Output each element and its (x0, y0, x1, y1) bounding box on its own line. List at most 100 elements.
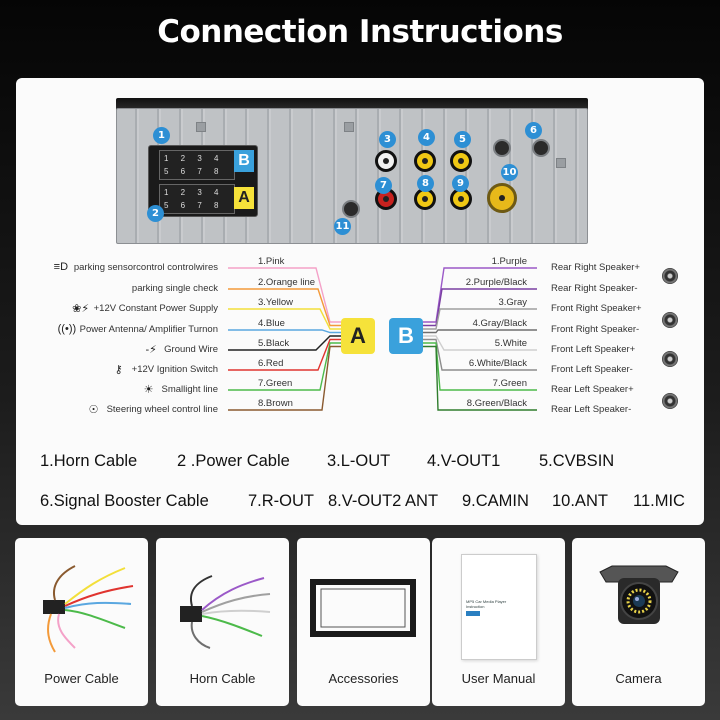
rca-l-out-jack (375, 150, 397, 172)
connector-b-function-label: Front Left Speaker+ (551, 344, 636, 355)
speaker-icon (662, 312, 678, 328)
key-icon: ⚷ (114, 364, 123, 376)
connector-a-function-label: Power Antenna/ Amplifier Turnon (79, 324, 218, 335)
connector-b-pins: 1 2 3 4 5 6 7 8 (159, 150, 235, 180)
connector-b-wire (423, 342, 537, 391)
connector-b-function-label: Front Right Speaker- (551, 324, 640, 335)
speaker-icon (662, 268, 678, 284)
connector-b-function-label: Front Right Speaker+ (551, 303, 642, 314)
connector-a-function-label: parking single check (131, 283, 218, 294)
connector-b-wire-label: 4.Gray/Black (472, 318, 527, 329)
connector-b-wire (423, 329, 537, 334)
head-unit-top-lip (116, 98, 588, 110)
signal-booster-port (493, 139, 511, 157)
power-icon: ❀⚡ (72, 303, 90, 315)
pin-row: 5 6 7 8 (164, 167, 224, 176)
legend-item: 6.Signal Booster Cable (40, 492, 209, 510)
connector-a-wire-label: 3.Yellow (258, 297, 294, 308)
connector-b-tag: B (234, 150, 254, 172)
connector-a-wire (228, 342, 341, 391)
connector-a-wire-label: 8.Brown (258, 398, 293, 409)
steering-wheel-icon: ☉ (88, 404, 99, 416)
marker-10: 10 (501, 164, 518, 181)
marker-6: 6 (525, 122, 542, 139)
legend-item: 5.CVBSIN (539, 452, 615, 470)
connector-a-wire-label: 2.Orange line (258, 277, 316, 288)
connector-a-wire (228, 345, 341, 411)
connector-a-function-label: Ground Wire (164, 344, 218, 355)
connector-b-wire-label: 3.Gray (498, 297, 527, 308)
marker-5: 5 (454, 131, 471, 148)
connector-a-wire-label: 4.Blue (258, 318, 285, 329)
connector-b-function-label: Rear Left Speaker+ (551, 384, 634, 395)
legend-item: 2 .Power Cable (177, 452, 290, 470)
connector-b-wire-label: 6.White/Black (468, 358, 527, 369)
connector-b-wire-label: 8.Green/Black (466, 398, 527, 409)
marker-3: 3 (379, 131, 396, 148)
connector-a-pins: 1 2 3 4 5 6 7 8 (159, 184, 235, 214)
marker-2: 2 (147, 205, 164, 222)
accessory-card-accessories: Accessories (297, 538, 430, 706)
screw-icon (344, 122, 354, 132)
connector-b-badge: B (389, 318, 423, 354)
accessory-caption: User Manual (461, 671, 536, 686)
connector-b-function-label: Rear Left Speaker- (551, 404, 632, 415)
connector-a-wire-label: 1.Pink (258, 256, 285, 267)
accessory-card-camera: Camera (572, 538, 705, 706)
connector-a-function-label: parking sensorcontrol controlwires (73, 262, 218, 273)
marker-7: 7 (375, 177, 392, 194)
connector-a-wire-label: 6.Red (258, 358, 284, 369)
connector-a-function-label: +12V Constant Power Supply (93, 303, 218, 314)
speaker-icon (662, 393, 678, 409)
connector-b-wire (423, 338, 537, 371)
connector-b-wire-label: 2.Purple/Black (465, 277, 527, 288)
manual-icon: MP5 Car Media Player Instruction (461, 554, 537, 660)
frame-icon (310, 579, 416, 637)
accessory-caption: Accessories (328, 671, 399, 686)
manual-subtitle: Instruction (466, 604, 485, 609)
connector-a-wire-label: 5.Black (258, 338, 290, 349)
legend-item: 10.ANT (552, 492, 608, 510)
connector-a-wire (228, 329, 341, 334)
screw-icon (556, 158, 566, 168)
connector-a-wire (228, 308, 341, 330)
speaker-icon (662, 351, 678, 367)
accessory-caption: Horn Cable (189, 671, 256, 686)
connector-a-wire (228, 335, 341, 351)
accessory-card-user-manual: MP5 Car Media Player Instruction User Ma… (432, 538, 565, 706)
connector-b-wire-label: 1.Purple (491, 256, 527, 267)
camera-icon (599, 565, 679, 624)
connector-b-wire (423, 267, 537, 323)
connector-b-function-label: Rear Right Speaker+ (551, 262, 640, 273)
marker-8: 8 (417, 175, 434, 192)
connector-a-wire (228, 267, 341, 323)
horn-cable-icon (180, 575, 271, 649)
power-cable-icon (43, 565, 134, 653)
connector-b-wire (423, 308, 537, 330)
mic-jack (342, 200, 360, 218)
connector-a-function-label: +12V Ignition Switch (131, 364, 218, 375)
connector-a-wire (228, 338, 341, 371)
accessory-card-horn-cable: Horn Cable (156, 538, 289, 706)
antenna-jack (487, 183, 517, 213)
legend-item: 11.MIC (633, 492, 685, 510)
parking-light-icon: ≡D (53, 261, 69, 273)
light-icon: ☀ (143, 384, 154, 396)
legend-item: 3.L-OUT (327, 452, 391, 470)
connector-b-wire-label: 5.White (494, 338, 527, 349)
legend-item: 8.V-OUT2 ANT (328, 492, 439, 510)
rca-cvbsin-jack (450, 150, 472, 172)
connector-a-function-label: Steering wheel control line (106, 404, 218, 415)
connector-block: 1 2 3 4 5 6 7 8 1 2 3 4 5 6 7 8 (148, 145, 258, 217)
screw-icon (196, 122, 206, 132)
marker-1: 1 (153, 127, 170, 144)
legend-item: 1.Horn Cable (40, 452, 138, 470)
connector-b-function-label: Front Left Speaker- (551, 364, 633, 375)
marker-4: 4 (418, 129, 435, 146)
connector-a-wire-label: 7.Green (258, 378, 293, 389)
pin-row: 5 6 7 8 (164, 201, 224, 210)
connector-b-wire-label: 7.Green (492, 378, 527, 389)
legend-item: 7.R-OUT (248, 492, 314, 510)
signal-booster-port (532, 139, 550, 157)
